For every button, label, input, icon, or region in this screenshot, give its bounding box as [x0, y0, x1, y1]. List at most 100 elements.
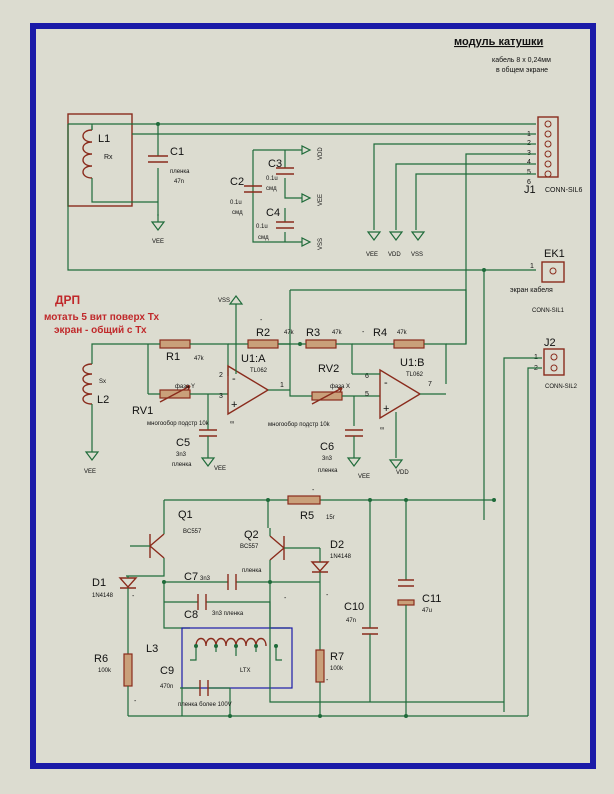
components-C8-ref-label: C8 — [184, 609, 198, 621]
r6-body — [123, 653, 133, 687]
components-U1A-value-label: TL062 — [250, 368, 268, 374]
power-vdd-label: VDD — [396, 470, 409, 476]
c2-value-2: смд — [232, 210, 243, 216]
pin_numbers-u1a-2-label: 1 — [280, 382, 284, 389]
components-C7-value-0-label: 3n3 — [200, 576, 211, 582]
c3-value-1: 0.1u — [266, 176, 278, 182]
c1-value-1: пленка — [170, 169, 190, 175]
components-C9-ref-label: C9 — [160, 665, 174, 677]
misc-minus-label: - — [326, 592, 329, 599]
cable-note-line1: кабель 8 х 0,24мм — [492, 56, 551, 64]
ek1-label: экран кабеля — [510, 286, 553, 294]
components-R2-ref-label: R2 — [256, 327, 270, 339]
components-RV1-ref-label: RV1 — [132, 405, 153, 417]
r4-body — [393, 339, 425, 349]
components-C11-value-label: 47u — [422, 608, 432, 614]
misc-minus-label: - — [132, 593, 135, 600]
c4-ref: C4 — [266, 207, 280, 219]
components-C5-value-0-label: 3n3 — [176, 452, 187, 458]
c1-value-2: 47n — [174, 179, 184, 185]
pin_numbers-u1b-2-label: 7 — [428, 381, 432, 388]
components-L3-ref-label: L3 — [146, 643, 158, 655]
components-R3-ref-label: R3 — [306, 327, 320, 339]
d2-symbol — [310, 561, 330, 573]
components-C5-ref-label: C5 — [176, 437, 190, 449]
components-R6-ref-label: R6 — [94, 653, 108, 665]
components-R2-value-label: 47k — [284, 330, 295, 336]
q2-symbol — [269, 535, 285, 561]
components-D1-value-label: 1N4148 — [92, 593, 114, 599]
l3-coil — [195, 637, 267, 647]
components-Q2-ref-label: Q2 — [244, 529, 259, 541]
svg-text:+: + — [383, 403, 389, 415]
components-C7-value-1-label: пленка — [242, 568, 262, 574]
r7-body — [315, 649, 325, 683]
j2-ref: J2 — [544, 337, 556, 349]
rv1-arrow — [159, 385, 191, 403]
components-C5-value-1-label: пленка — [172, 462, 192, 468]
components-RV2-name-label: фаза X — [330, 384, 350, 390]
l2-coil — [82, 363, 93, 405]
vdd-label-c3: VDD — [318, 147, 324, 160]
l2-value: Sx — [99, 379, 106, 385]
power-vee-label: VEE — [358, 474, 370, 480]
components-R7-ref-label: R7 — [330, 651, 344, 663]
components-C6-ref-label: C6 — [320, 441, 334, 453]
cable-note-line2: в общем экране — [496, 66, 548, 74]
ek1-ref: EK1 — [544, 248, 565, 260]
l1-wires — [67, 123, 536, 271]
power-vss-label: VSS — [218, 298, 230, 304]
components-D2-ref-label: D2 — [330, 539, 344, 551]
misc-minus-label: - — [362, 329, 365, 336]
c3-ref: C3 — [268, 158, 282, 170]
power-vee-label: VEE — [366, 252, 378, 258]
components-RV2-value-label: многообор подстр 10k — [268, 422, 331, 428]
components-U1B-ref-label: U1:B — [400, 357, 424, 369]
pin_numbers-u1b-1-label: 5 — [365, 391, 369, 398]
j1-ref: J1 — [524, 184, 536, 196]
components-C10-value-label: 47n — [346, 618, 356, 624]
r3-body — [305, 339, 337, 349]
l1-value: Rx — [104, 154, 113, 161]
power-vdd-label: VDD — [388, 252, 401, 258]
components-R5-value-label: 15r — [326, 515, 335, 521]
connectors-ek1-pins-0-label: 1 — [530, 263, 534, 270]
misc-minus-label: - — [260, 317, 263, 324]
c4-value-1: 0.1u — [256, 224, 268, 230]
components-C9-note-label: пленка более 100V — [178, 702, 232, 708]
components-C7-ref-label: C7 — [184, 571, 198, 583]
misc-minus-label: - — [326, 677, 329, 684]
d1-symbol — [118, 577, 138, 589]
vee-label-c4: VEE — [318, 194, 324, 206]
q1-symbol — [149, 533, 165, 559]
components-L3-value-label: LTX — [240, 668, 251, 674]
power-vee-label: VEE — [214, 466, 226, 472]
components-C10-ref-label: C10 — [344, 601, 364, 613]
components-Q1-value-label: BC557 — [183, 529, 202, 535]
misc-inf-label: ∞ — [230, 420, 234, 426]
components-D1-ref-label: D1 — [92, 577, 106, 589]
j1-type: CONN-SIL6 — [545, 187, 582, 194]
components-Q1-ref-label: Q1 — [178, 509, 193, 521]
r2-body — [247, 339, 279, 349]
c2-ref: C2 — [230, 176, 244, 188]
components-RV1-value-label: многообор подстр 10k — [147, 421, 210, 427]
l1-shield-box — [67, 113, 133, 207]
ek1-body — [541, 261, 565, 283]
pin_numbers-u1b-0-label: 6 — [365, 373, 369, 380]
connectors-j1-pins-0-label: 1 — [527, 131, 531, 138]
u1a-triangle — [227, 364, 270, 416]
j2-body — [543, 348, 565, 376]
sheet-border — [30, 23, 596, 769]
l1-coil — [82, 129, 93, 179]
power-vss-label: VSS — [411, 252, 423, 258]
components-RV2-ref-label: RV2 — [318, 363, 339, 375]
components-R4-value-label: 47k — [397, 330, 408, 336]
ek1-type: CONN-SIL1 — [532, 308, 565, 314]
components-C6-value-1-label: пленка — [318, 468, 338, 474]
components-R5-ref-label: R5 — [300, 510, 314, 522]
misc-minus-label: - — [312, 487, 315, 494]
svg-text:-: - — [384, 377, 388, 389]
vss-label-c4: VSS — [318, 238, 324, 250]
